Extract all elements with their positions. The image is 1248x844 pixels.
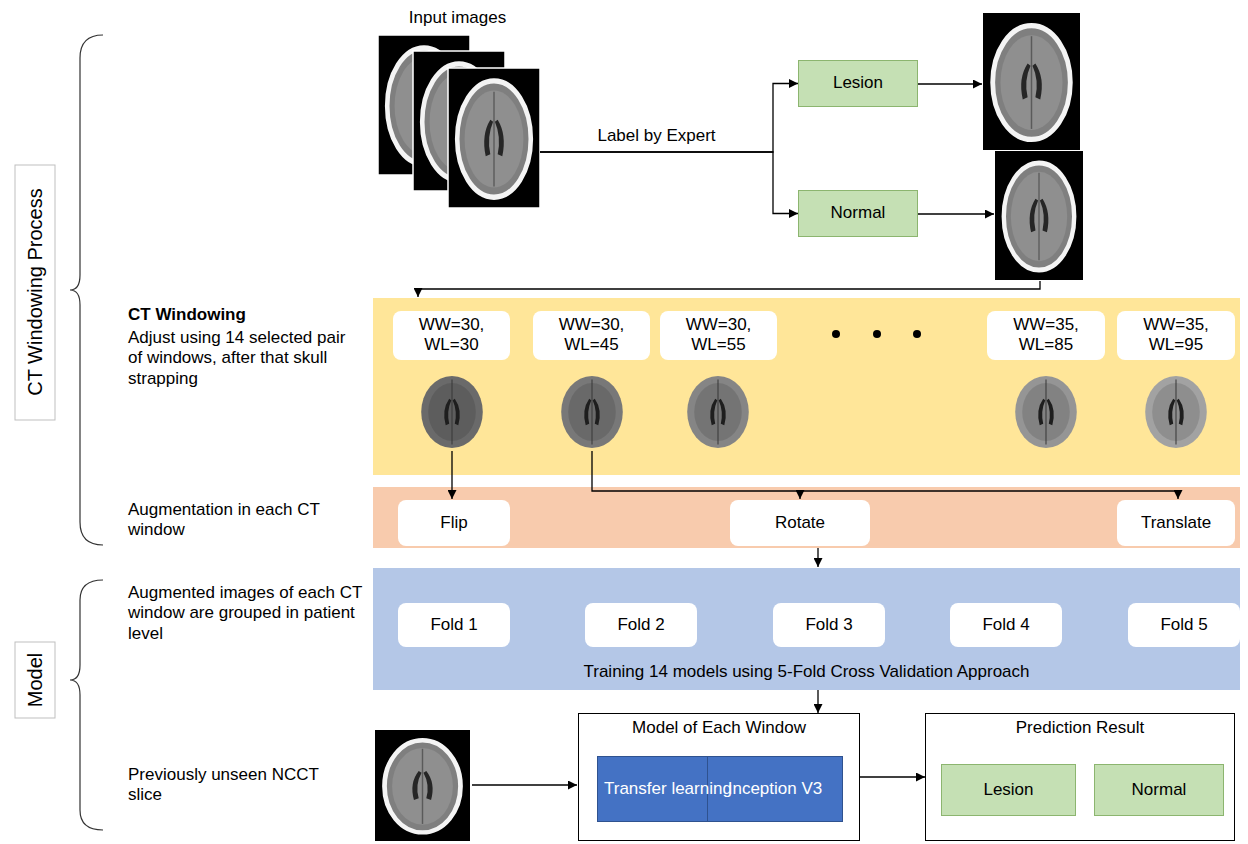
bracket [70, 580, 103, 830]
image-stack: Input images [375, 4, 540, 210]
edge-label: Label by Expert [594, 126, 718, 146]
windowed-image [1145, 376, 1207, 448]
arrow [918, 213, 994, 214]
section-label: Model [23, 653, 47, 707]
window-box: WW=35, WL=85 [987, 311, 1105, 360]
ellipsis-dot [832, 330, 840, 338]
augmentation-band [373, 487, 1240, 548]
node-text: Lesion [833, 73, 883, 93]
node-text: WW=35, WL=85 [1010, 315, 1082, 356]
ellipsis-dot [873, 330, 881, 338]
node-text: WW=30, WL=30 [416, 315, 488, 356]
augment-box: Translate [1117, 500, 1235, 546]
arrow [918, 83, 982, 84]
section-label: CT Windowing Process [23, 188, 47, 395]
node-text: Training 14 models using 5-Fold Cross Va… [583, 662, 1029, 682]
bracket [70, 35, 103, 545]
step-note: Previously unseen NCCT slice [128, 765, 328, 806]
connector [860, 776, 925, 777]
side-label-frame [15, 642, 55, 718]
normal-image [995, 151, 1083, 280]
fold-box: Fold 3 [773, 603, 885, 647]
class-box: Lesion [941, 764, 1076, 816]
arrow [451, 451, 452, 499]
image-border [448, 68, 540, 208]
windowed-image [561, 376, 623, 448]
window-box: WW=30, WL=45 [533, 311, 650, 360]
node-text: Translate [1141, 513, 1211, 533]
node-text: Flip [440, 513, 467, 533]
node-text: Fold 1 [430, 615, 477, 635]
fold-box: Fold 1 [398, 603, 510, 647]
arrow [817, 548, 818, 567]
side-label-frame [15, 165, 55, 420]
ct-slice-image [448, 68, 540, 208]
connector [540, 84, 798, 153]
connector [540, 152, 798, 214]
node-text: Prediction Result [1016, 718, 1145, 738]
arrow [472, 784, 577, 785]
windowing-band [373, 298, 1240, 475]
fold-box: Fold 4 [950, 603, 1062, 647]
node-text: WW=30, WL=45 [556, 315, 628, 356]
class-box: Normal [1094, 764, 1224, 816]
step-note: Augmentation in each CT window [128, 500, 328, 541]
arrow [799, 491, 800, 499]
node-text: Fold 2 [617, 615, 664, 635]
node-text: Input images [409, 8, 506, 28]
step-note: Adjust using 14 selected pair of windows… [128, 328, 363, 389]
node-text: Fold 4 [982, 615, 1029, 635]
node-text: WW=35, WL=95 [1140, 315, 1212, 356]
process-box: Inception V3 [707, 756, 843, 822]
arrow [418, 281, 1040, 297]
node-text: Lesion [983, 780, 1033, 800]
training-band: Training 14 models using 5-Fold Cross Va… [373, 568, 1240, 690]
windowed-image [687, 376, 749, 448]
class-box: Normal [798, 190, 918, 237]
node-text: Fold 5 [1160, 615, 1207, 635]
window-box: WW=30, WL=30 [393, 311, 510, 360]
connector [817, 690, 818, 713]
windowed-image [421, 376, 483, 448]
unseen-slice-image [375, 730, 470, 841]
arrow [1177, 491, 1178, 499]
ellipsis-dot [913, 330, 921, 338]
windowed-image [1015, 376, 1077, 448]
window-box: WW=30, WL=55 [660, 311, 777, 360]
node-text: Transfer learning [604, 779, 732, 799]
augment-box: Rotate [730, 500, 870, 546]
node-text: Fold 3 [805, 615, 852, 635]
step-heading: CT Windowing [128, 305, 363, 325]
result-box: Prediction ResultLesion Normal [925, 713, 1235, 841]
node-text: Rotate [775, 513, 825, 533]
lesion-image [983, 13, 1080, 150]
node-text: Normal [1132, 780, 1187, 800]
model-box: Model of Each WindowTransfer learningInc… [578, 713, 860, 841]
line [592, 451, 1178, 491]
class-box: Lesion [798, 60, 918, 107]
node-text: Model of Each Window [632, 718, 806, 738]
fold-box: Fold 2 [585, 603, 697, 647]
augment-box: Flip [398, 500, 510, 546]
node-text: Normal [831, 203, 886, 223]
window-box: WW=35, WL=95 [1117, 311, 1235, 360]
fold-box: Fold 5 [1128, 603, 1240, 647]
node-text: WW=30, WL=55 [683, 315, 755, 356]
node-text: Inception V3 [728, 779, 823, 799]
step-note: Augmented images of each CT window are g… [128, 583, 363, 644]
